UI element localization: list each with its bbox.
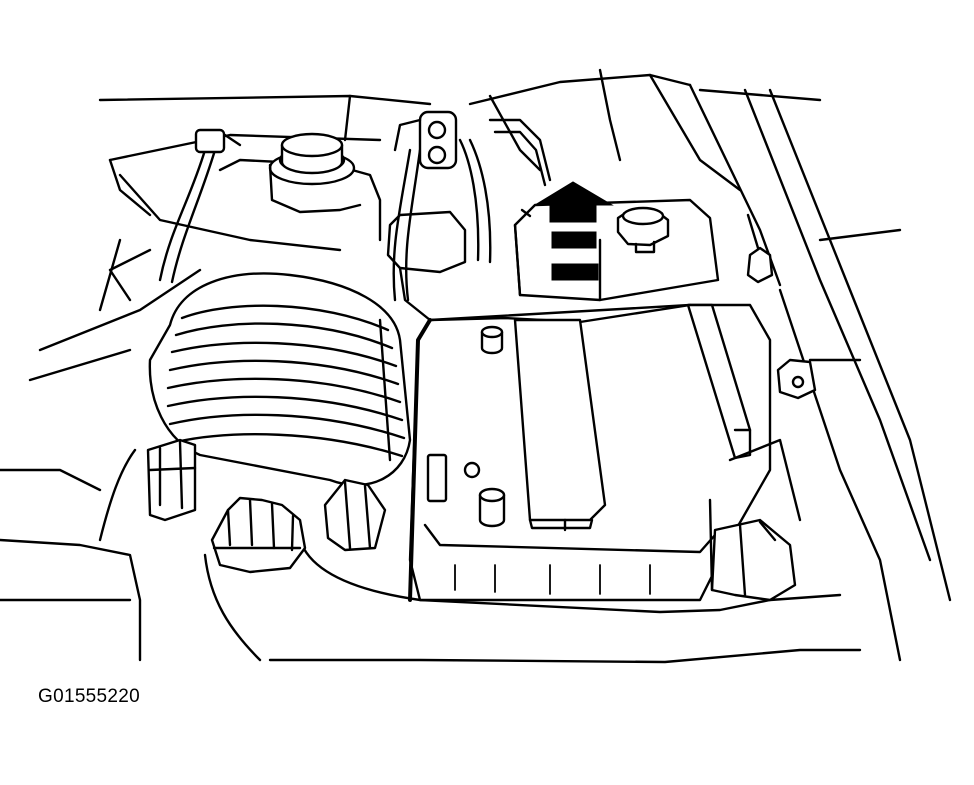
- forward-arrow-icon: [533, 181, 614, 223]
- battery-positive-terminal: [480, 325, 504, 355]
- relay-box: [513, 181, 720, 302]
- battery-negative-terminal: [478, 487, 506, 528]
- battery: [408, 303, 772, 602]
- hose-connector: [393, 110, 458, 170]
- right-fender: [698, 88, 952, 662]
- right-side-fittings: [746, 213, 817, 400]
- vent-cap: [463, 461, 481, 479]
- hood-outline: [98, 68, 782, 287]
- hose-clamp-right: [323, 478, 387, 552]
- reservoir-cap: [278, 132, 346, 175]
- engine-bay-line-drawing: [0, 68, 952, 664]
- lower-intake-pipe: [203, 496, 862, 664]
- fluid-reservoir: [218, 132, 382, 242]
- relay-box-knob: [616, 206, 670, 254]
- figure-id-code: G01555220: [38, 686, 141, 707]
- fuse-slot-lower: [551, 263, 599, 281]
- air-intake-duct: [148, 272, 412, 487]
- battery-top-cover: [513, 318, 607, 532]
- battery-handle: [426, 453, 448, 503]
- battery-hold-down: [686, 303, 752, 460]
- upper-hoses: [158, 118, 552, 302]
- lower-left-housing: [0, 448, 142, 662]
- hose-clamp-left: [146, 438, 197, 522]
- battery-ribs: [454, 564, 651, 595]
- coolant-tank: [386, 210, 467, 322]
- battery-tray: [708, 438, 802, 602]
- fuse-slot-upper: [551, 231, 597, 249]
